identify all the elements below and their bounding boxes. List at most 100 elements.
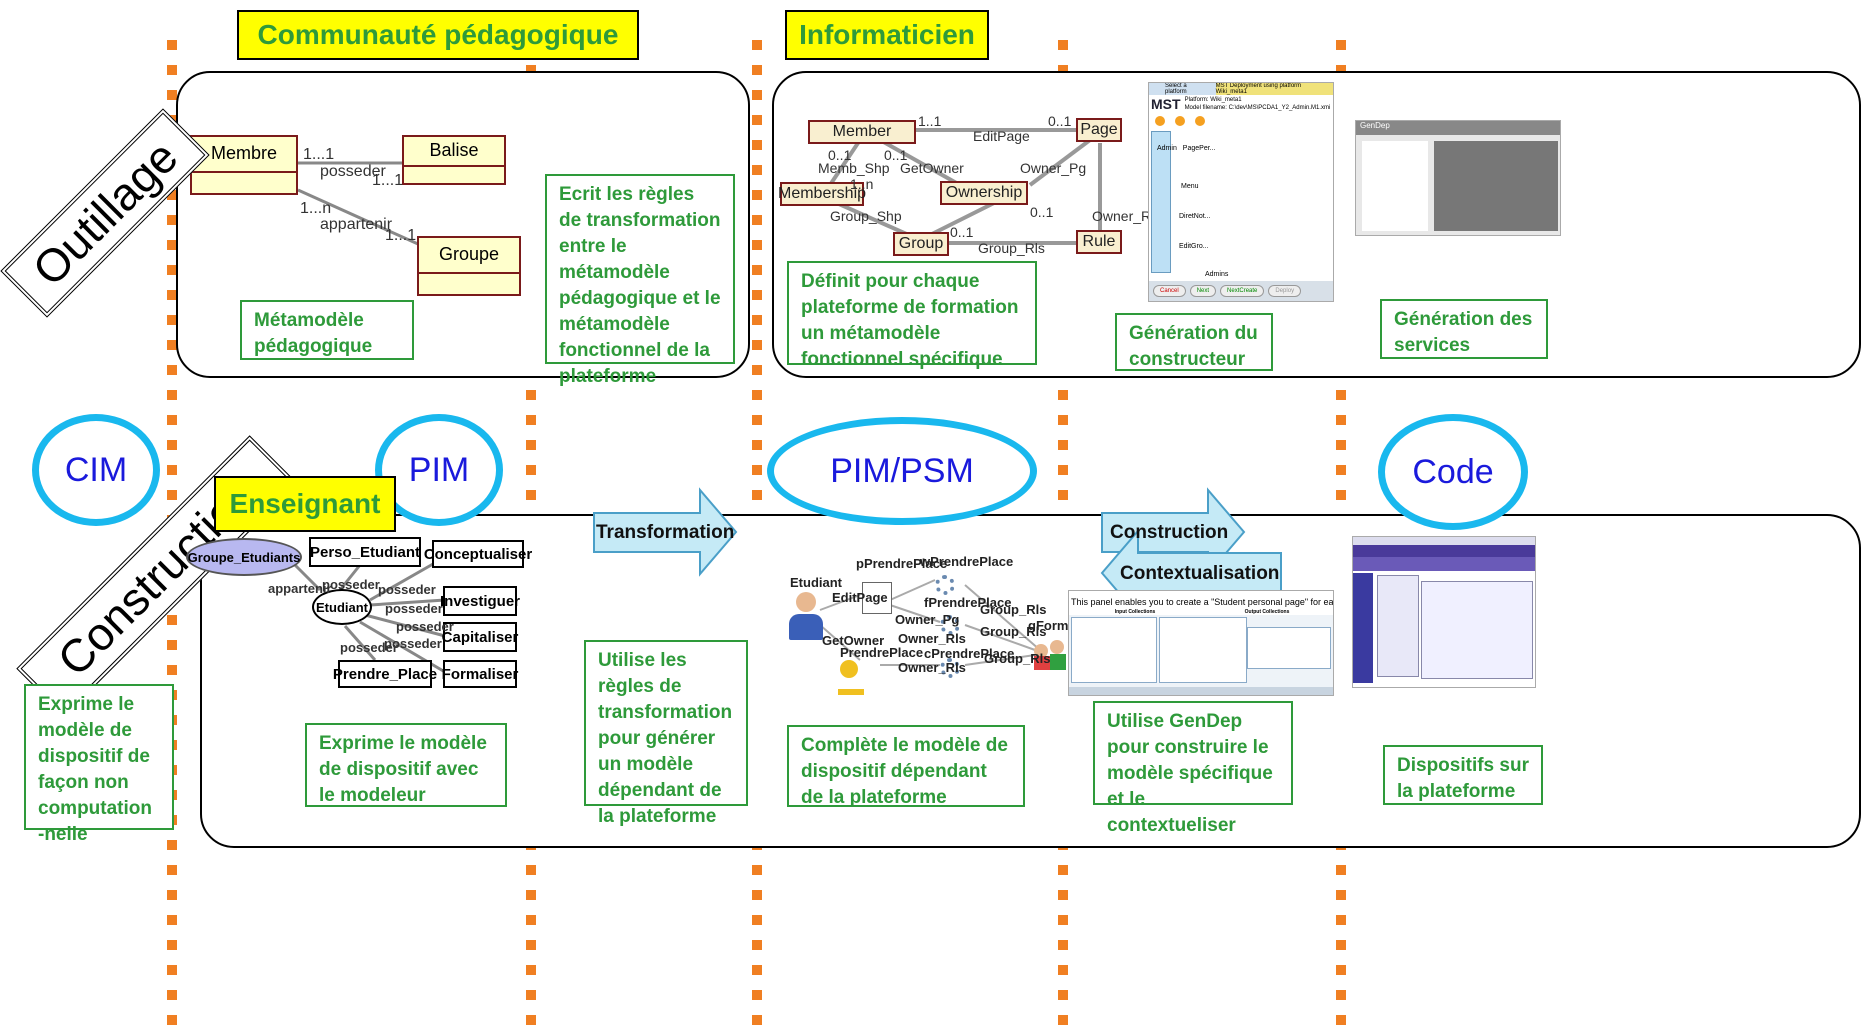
uml-label: Owner_Rl — [1092, 208, 1155, 224]
uml-label: 0..1 — [884, 147, 908, 163]
uml-label: 1...1 — [303, 146, 335, 163]
circle-pim: PIM — [375, 414, 503, 526]
uml-class-ownership: Ownership — [940, 181, 1028, 205]
header-informaticien: Informaticien — [785, 10, 989, 60]
ellipse-etudiant: Etudiant — [312, 589, 372, 625]
tree-item[interactable]: Admins — [1205, 271, 1229, 278]
pim-label: posseder — [396, 619, 454, 634]
psm-label: pPrendrePlace — [856, 556, 948, 571]
arrow-construction: Construction — [1110, 522, 1229, 543]
psm-label: fPrendrePlace — [924, 595, 1012, 610]
pim-label: posseder — [378, 582, 436, 597]
box-definit: Définit pour chaque plateforme de format… — [787, 261, 1037, 370]
psm-label: PrendrePlace — [840, 645, 924, 660]
box-gen-constructeur: Génération du constructeur — [1115, 313, 1273, 371]
box-prendre-place: Prendre_Place — [333, 660, 437, 688]
header-community: Communauté pédagogique — [237, 10, 639, 60]
uml-label: appartenir — [320, 216, 393, 233]
gear-icon — [935, 575, 955, 595]
tab-select-platform[interactable]: Select a platform — [1165, 83, 1187, 95]
uml-class-page: Page — [1076, 118, 1122, 142]
uml-label: 1..n — [850, 176, 874, 192]
platform-label: Platform: Wiki_meta1 — [1184, 97, 1242, 103]
pim-label: posseder — [385, 601, 443, 616]
uml-class-group: Group — [893, 232, 949, 256]
gear-icon — [940, 615, 960, 635]
header-enseignant: Enseignant — [214, 476, 396, 532]
pim-label: appartenir — [268, 581, 332, 596]
key-icon — [838, 660, 884, 695]
box-investiguer: Investiguer — [440, 586, 520, 616]
circle-pim-psm: PIM/PSM — [767, 417, 1037, 525]
box-complete: Complète le modèle de dispositif dépenda… — [787, 725, 1025, 808]
deploy-button[interactable]: Deploy — [1268, 285, 1302, 297]
uml-class-membership: Membership — [778, 182, 866, 206]
uml-label: EditPage — [973, 128, 1030, 144]
tree-item[interactable]: DiretNot... — [1179, 213, 1211, 220]
psm-label: EditPage — [832, 590, 888, 605]
psm-label: wPrendrePlace — [920, 554, 1014, 569]
circle-code: Code — [1378, 414, 1528, 530]
uml-class-member: Member — [808, 120, 916, 144]
box-exprime-pim: Exprime le modèle de dispositif avec le … — [305, 723, 507, 807]
uml-label: 1...n — [300, 200, 332, 217]
uml-label: 0..1 — [950, 224, 974, 240]
student-icon — [786, 592, 826, 642]
claroline-platform-screenshot — [1352, 536, 1536, 688]
page-icon — [862, 582, 892, 614]
input-collections-label: Input Collections — [1114, 609, 1156, 615]
orange-action-icon[interactable] — [1175, 116, 1185, 126]
next-create-button[interactable]: NextCreate — [1220, 285, 1265, 297]
gear-icon — [940, 658, 960, 678]
output-collections-label: Output Collections — [1244, 609, 1290, 615]
box-metamodele: Métamodèle pédagogique — [240, 300, 414, 360]
uml-label: 0..1 — [1048, 113, 1072, 129]
box-capitaliser: Capitaliser — [442, 622, 518, 652]
uml-label: 0..1 — [828, 147, 852, 163]
next-button[interactable]: Next — [1189, 285, 1217, 297]
tree-item[interactable]: EditGro... — [1179, 243, 1209, 250]
tree-item[interactable]: PagePer... — [1182, 145, 1216, 152]
uml-label: Owner_Pg — [1020, 160, 1087, 176]
psm-label: Group_Rls — [984, 651, 1051, 666]
psm-label: GetOwner — [822, 633, 885, 648]
model-label: Model filename: C:\dev\MS\PCDA1_Y2_Admin… — [1184, 105, 1331, 111]
orange-action-icon[interactable] — [1195, 116, 1205, 126]
group-icon — [1034, 640, 1068, 670]
box-perso-etudiant: Perso_Etudiant — [309, 537, 421, 567]
tree-item[interactable]: Admin — [1157, 145, 1177, 152]
ellipse-groupe-etudiants: Groupe_Etudiants — [186, 538, 302, 576]
cancel-button[interactable]: Cancel — [1153, 285, 1186, 297]
tree-item[interactable]: Menu — [1181, 183, 1199, 190]
box-utilise-regles: Utilise les règles de transformation pou… — [584, 640, 748, 827]
services-title: GenDep — [1356, 121, 1560, 135]
pim-label: posseder — [322, 577, 380, 592]
psm-label: Group_Rls — [980, 624, 1047, 639]
box-formaliser: Formaliser — [442, 660, 518, 688]
uml-label: Group_Rls — [978, 240, 1045, 256]
box-utilise-gendep: Utilise GenDep pour construire le modèle… — [1093, 701, 1293, 836]
gendep-constructor-screenshot: Select a platform MST Deployment using p… — [1148, 82, 1334, 302]
panel-title: This panel enables you to create a "Stud… — [1069, 591, 1333, 609]
box-dispositifs: Dispositifs sur la plateforme — [1383, 745, 1543, 805]
uml-label: 1...1 — [385, 227, 417, 244]
box-exprime-cim: Exprime le modèle de dispositif de façon… — [24, 684, 174, 845]
box-gen-services: Génération des services — [1380, 299, 1548, 359]
uml-class-balise: Balise — [402, 135, 506, 185]
uml-label: Memb_Shp — [818, 160, 890, 176]
tab-deployment[interactable]: MST Deployment using platform Wiki_meta1 — [1215, 83, 1333, 95]
psm-label: cPrendrePlace — [924, 646, 1015, 661]
pim-label: posseder — [384, 636, 442, 651]
box-conceptualiser: Conceptualiser — [424, 540, 532, 568]
orange-action-icon[interactable] — [1155, 116, 1165, 126]
uml-label: GetOwner — [900, 160, 964, 176]
psm-label: Owner_Rls — [898, 631, 966, 646]
uml-label: Group_Shp — [830, 208, 902, 224]
uml-label: posseder — [320, 163, 386, 180]
uml-label: 1..1 — [918, 113, 942, 129]
pim-label: posseder — [340, 640, 398, 655]
psm-label: Group_Rls — [980, 602, 1047, 617]
psm-label: Owner_Pg — [895, 612, 960, 627]
